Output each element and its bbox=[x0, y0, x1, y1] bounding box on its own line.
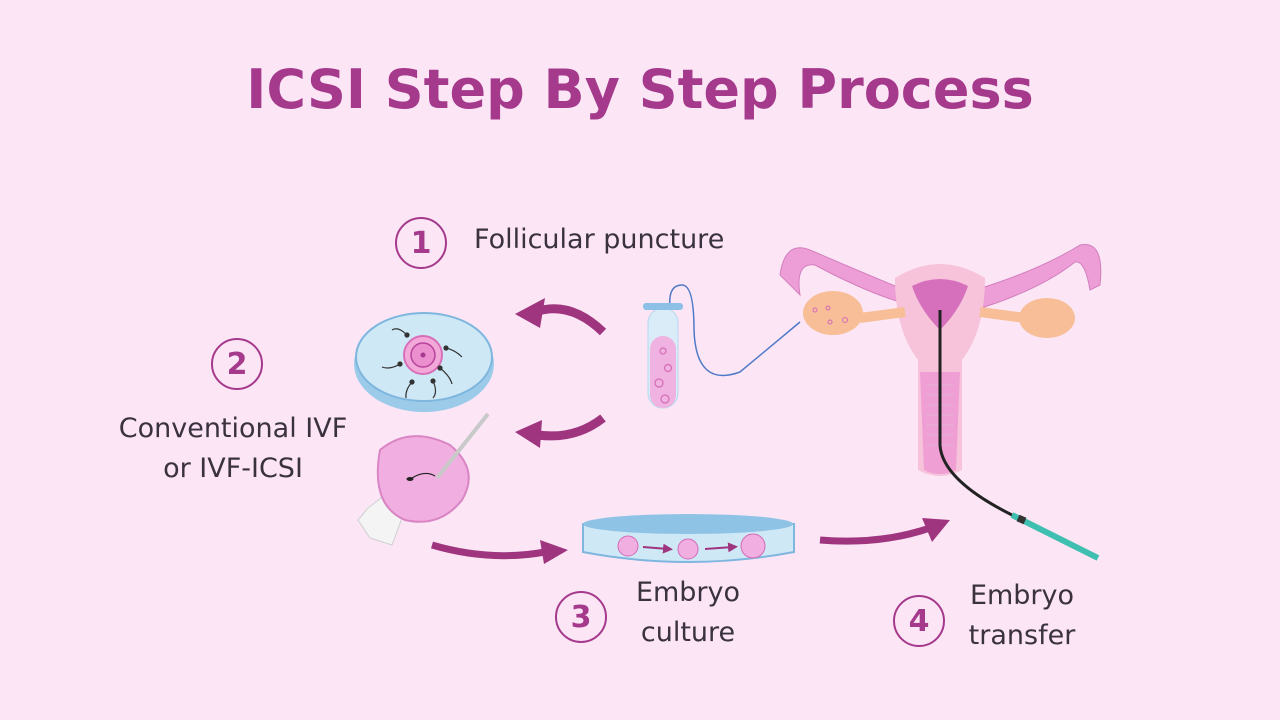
page-title: ICSI Step By Step Process bbox=[246, 58, 1034, 121]
step-4-label-line-1: Embryo bbox=[969, 580, 1075, 611]
step-2-label: Conventional IVF or IVF-ICSI bbox=[103, 409, 363, 489]
test-tube-icon bbox=[643, 284, 801, 409]
step-3-label-line-1: Embryo bbox=[635, 577, 741, 608]
uterus-icon bbox=[779, 244, 1102, 561]
step-1-label: Follicular puncture bbox=[474, 220, 724, 260]
ivf-petri-dish-icon bbox=[354, 312, 494, 412]
step-3-badge: 3 bbox=[555, 591, 607, 643]
icsi-injection-icon bbox=[357, 412, 490, 546]
embryo-culture-dish-icon bbox=[582, 514, 795, 563]
step-2-label-line-2: or IVF-ICSI bbox=[163, 453, 303, 484]
step-4-label-line-2: transfer bbox=[968, 620, 1076, 651]
step-1-badge: 1 bbox=[395, 217, 447, 269]
step-4-badge: 4 bbox=[893, 595, 945, 647]
step-2-badge: 2 bbox=[211, 338, 263, 390]
arrow-to-culture bbox=[431, 540, 568, 564]
arrow-to-transfer bbox=[819, 518, 950, 545]
arrow-to-ivf bbox=[515, 298, 607, 336]
step-2-label-line-1: Conventional IVF bbox=[118, 413, 348, 444]
step-1-label-line: Follicular puncture bbox=[474, 224, 725, 255]
step-3-label-line-2: culture bbox=[640, 617, 736, 648]
arrow-to-icsi bbox=[515, 414, 606, 448]
step-4-label: Embryo transfer bbox=[942, 576, 1102, 656]
step-3-label: Embryo culture bbox=[608, 573, 768, 653]
